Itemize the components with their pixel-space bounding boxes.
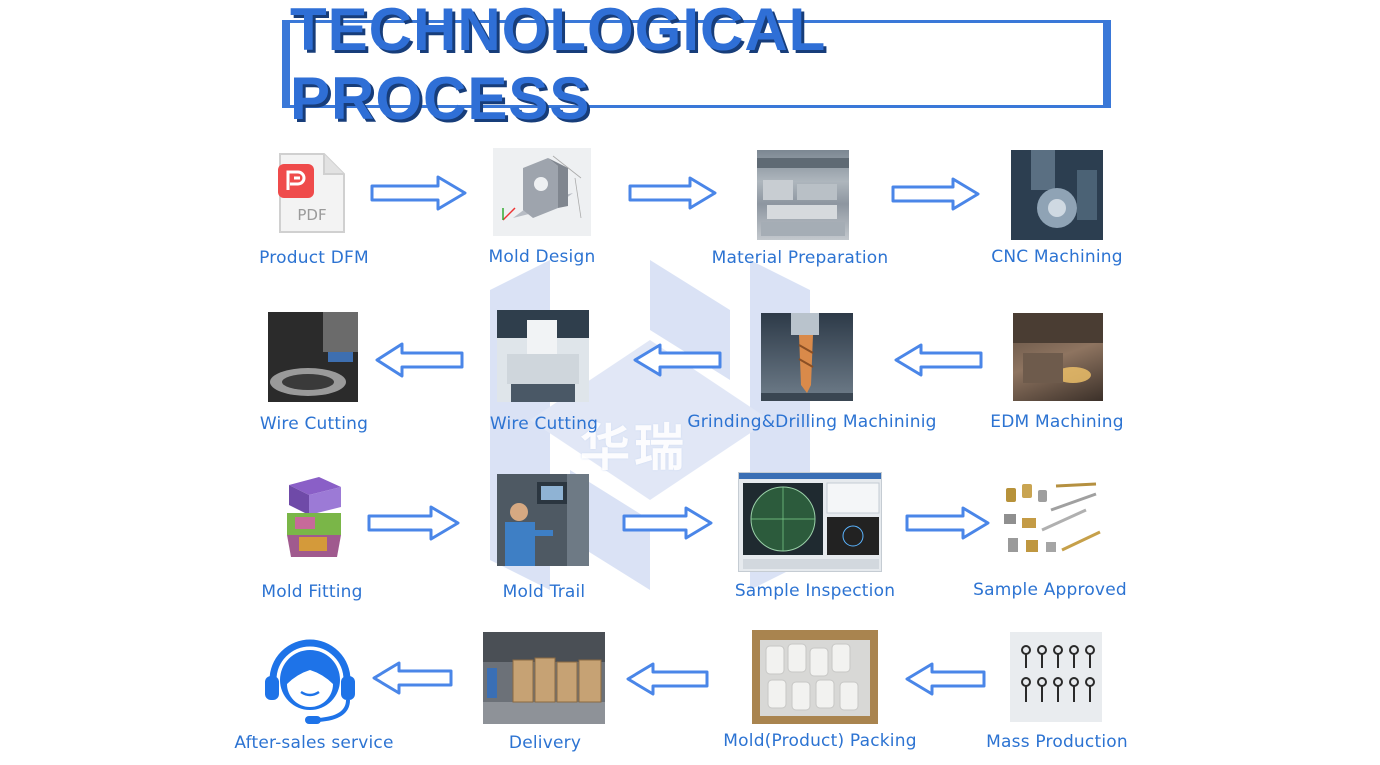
arrow-right xyxy=(891,176,981,212)
arrow-right xyxy=(628,175,718,211)
headset-support-icon xyxy=(261,628,359,728)
step-label: Wire Cutting xyxy=(259,414,369,434)
step-label: CNC Machining xyxy=(991,247,1123,267)
step-label: Sample Approved xyxy=(973,580,1127,600)
steel-plates-photo xyxy=(757,150,849,240)
pallets-warehouse-photo xyxy=(483,632,605,724)
pdf-file-icon: PDF xyxy=(276,152,346,234)
arrow-left xyxy=(625,661,709,697)
arrow-left xyxy=(893,342,983,378)
edm-machine-photo xyxy=(1013,313,1103,401)
arrow-right xyxy=(370,174,468,212)
hooks-production-photo xyxy=(1010,632,1102,722)
inspection-screen xyxy=(738,472,882,572)
watermark-text: 华瑞 xyxy=(580,419,688,477)
step-label: EDM Machining xyxy=(990,412,1124,432)
packing-box-photo xyxy=(752,630,878,724)
arrow-left xyxy=(632,342,722,378)
wire-cutting-closeup-photo xyxy=(268,312,358,402)
step-label: Mold Trail xyxy=(502,582,586,602)
metal-parts-photo xyxy=(996,480,1106,560)
arrow-right xyxy=(905,505,991,541)
step-label: Sample Inspection xyxy=(734,581,896,601)
step-label: Material Preparation xyxy=(711,248,889,268)
page-title: TECHNOLOGICAL PROCESS xyxy=(290,0,826,132)
drill-bit-photo xyxy=(761,313,853,401)
step-label: After-sales service xyxy=(234,733,394,753)
step-label: Mold(Product) Packing xyxy=(723,731,917,751)
cnc-machine-photo xyxy=(1011,150,1103,240)
step-label: Mold Fitting xyxy=(261,582,363,602)
arrow-right xyxy=(367,504,461,542)
step-label: Mold Design xyxy=(488,247,596,267)
arrow-left xyxy=(904,661,986,697)
step-label: Product DFM xyxy=(259,248,369,268)
step-label: Wire Cutting xyxy=(489,414,599,434)
arrow-right xyxy=(622,505,714,541)
step-label: Mass Production xyxy=(986,732,1128,752)
step-label: Delivery xyxy=(508,733,582,753)
mold-3d-model xyxy=(279,475,347,561)
operator-machine-photo xyxy=(497,474,589,566)
arrow-left xyxy=(374,341,464,379)
cad-mold-drawing xyxy=(493,148,591,236)
step-label: Grinding&Drilling Machininig xyxy=(687,412,937,432)
title-banner: TECHNOLOGICAL PROCESS xyxy=(282,0,1111,132)
arrow-left xyxy=(371,660,453,696)
pdf-text: PDF xyxy=(297,206,326,224)
wire-cutting-machine-photo xyxy=(497,310,589,402)
